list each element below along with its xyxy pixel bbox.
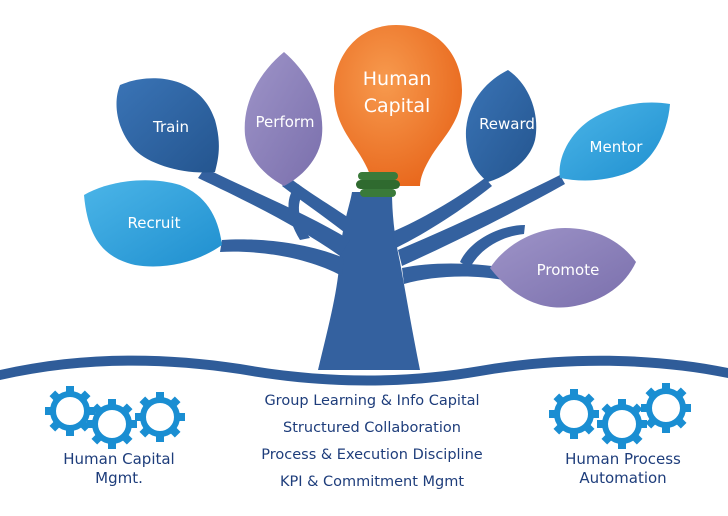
- leaf-reward-label: Reward: [479, 115, 535, 133]
- lightbulb-icon: Human Capital: [334, 25, 462, 197]
- leaf-perform: Perform: [244, 52, 323, 186]
- capability-item: KPI & Commitment Mgmt: [279, 474, 465, 490]
- bulb-line2: Capital: [364, 95, 431, 117]
- leaf-reward: Reward: [465, 70, 537, 182]
- leaf-recruit-label: Recruit: [128, 214, 181, 232]
- left-caption-line2: Mgmt.: [95, 469, 143, 487]
- gear-icon: [597, 399, 647, 449]
- left-caption-line1: Human Capital: [63, 450, 175, 468]
- capability-item: Process & Execution Discipline: [261, 447, 483, 463]
- leaf-train: Train: [116, 78, 219, 173]
- tree-trunk: [198, 168, 565, 370]
- leaf-mentor: Mentor: [559, 102, 670, 181]
- leaf-promote: Promote: [490, 228, 636, 308]
- right-caption: Human Process Automation: [548, 450, 698, 488]
- gear-icon: [87, 399, 137, 449]
- left-caption: Human Capital Mgmt.: [44, 450, 194, 488]
- gears-left: [45, 386, 185, 449]
- leaf-perform-label: Perform: [256, 113, 315, 131]
- capability-list: Group Learning & Info Capital Structured…: [232, 388, 512, 496]
- gear-icon: [135, 392, 185, 442]
- ground-wave: [0, 355, 728, 386]
- capability-item: Group Learning & Info Capital: [264, 393, 480, 409]
- leaf-train-label: Train: [152, 118, 189, 136]
- bulb-line1: Human: [363, 68, 432, 90]
- capability-item: Structured Collaboration: [283, 420, 461, 436]
- leaf-mentor-label: Mentor: [590, 138, 644, 156]
- gear-icon: [549, 389, 599, 439]
- gear-icon: [45, 386, 95, 436]
- gears-right: [549, 383, 691, 449]
- gear-icon: [641, 383, 691, 433]
- leaf-recruit: Recruit: [84, 180, 222, 267]
- right-caption-line1: Human Process: [565, 450, 681, 468]
- leaf-promote-label: Promote: [537, 261, 600, 279]
- right-caption-line2: Automation: [579, 469, 667, 487]
